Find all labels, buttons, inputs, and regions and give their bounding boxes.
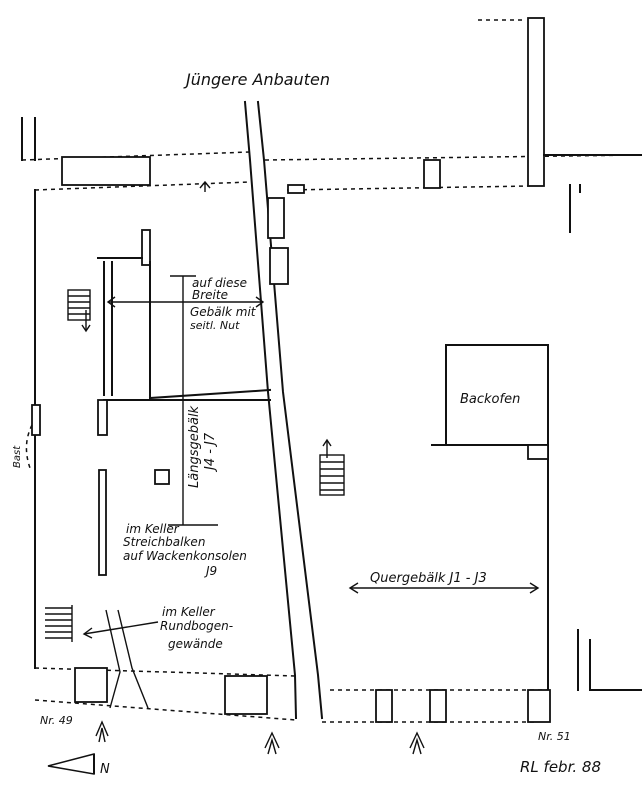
- lower-dashed-boundary: [34, 667, 296, 677]
- street-line: [34, 699, 297, 721]
- basement-note-2c: gewände: [168, 637, 223, 651]
- long-beams-range: J4 - J7: [203, 432, 218, 473]
- basement-note-2b: Rundbogen-: [160, 619, 233, 633]
- oven-corner-block: [527, 444, 549, 460]
- signature: RL febr. 88: [520, 758, 601, 776]
- right-top-pier-2: [287, 184, 305, 194]
- cross-beams-label: Quergebälk J1 - J3: [370, 571, 487, 586]
- pointer-arrow: [83, 621, 159, 635]
- front-pier-5: [527, 689, 551, 723]
- top-wall-block: [61, 156, 151, 186]
- entrance-arrow-1: [95, 720, 109, 743]
- width-note-line1: auf diese: [192, 276, 247, 290]
- arch-doorway: [105, 609, 149, 709]
- pier-left-lower: [269, 247, 289, 285]
- boundary-tick-arrow: [199, 180, 211, 189]
- right-top-pier: [423, 159, 441, 189]
- house-number-left: Nr. 49: [40, 714, 73, 727]
- basement-note-1b: Streichbalken: [123, 535, 205, 549]
- basement-note-1d: J9: [204, 564, 217, 578]
- basement-note-1a: im Keller: [126, 522, 180, 536]
- side-label: Bast: [12, 445, 23, 468]
- tall-wall-right: [527, 17, 545, 187]
- basement-note-1c: auf Wackenkonsolen: [123, 549, 247, 563]
- north-label: N: [100, 762, 110, 777]
- chimney-square: [154, 469, 170, 485]
- party-wall-right: [256, 100, 324, 720]
- party-wall-left: [243, 100, 298, 720]
- beam-note-line2: seitl. Nut: [190, 319, 240, 332]
- long-beams-label: Längsgebälk: [187, 405, 202, 488]
- upper-dashed-boundary-2: [34, 181, 251, 191]
- upper-dashed-boundary: [21, 151, 251, 161]
- width-note-line2: Breite: [192, 288, 228, 302]
- upper-dashed-boundary-right-2: [286, 185, 531, 191]
- stair-right: [319, 438, 345, 496]
- stair-upper-left: [67, 289, 91, 333]
- oven-label: Backofen: [460, 392, 520, 407]
- left-wall-niche: [31, 404, 41, 436]
- front-pier-4: [429, 689, 447, 723]
- annex-label: Jüngere Anbauten: [183, 70, 330, 89]
- inner-partition: [98, 469, 107, 576]
- basement-note-2a: im Keller: [162, 605, 216, 619]
- front-pier-3: [375, 689, 393, 723]
- house-number-right: Nr. 51: [538, 730, 571, 743]
- inner-wall-top: [141, 229, 151, 266]
- entrance-arrow-2: [264, 731, 280, 755]
- inner-wall-stub: [97, 399, 108, 436]
- north-arrow-icon: [47, 753, 95, 775]
- front-pier-2: [224, 675, 268, 715]
- entrance-arrow-3: [409, 731, 425, 755]
- inner-wall-mid: [148, 388, 272, 400]
- pier-left-upper: [267, 197, 285, 239]
- bast-bay-curve: [25, 424, 33, 469]
- beam-note-line1: Gebälk mit: [190, 305, 257, 319]
- stair-lower-left: [45, 605, 73, 642]
- front-pier-1: [74, 667, 108, 703]
